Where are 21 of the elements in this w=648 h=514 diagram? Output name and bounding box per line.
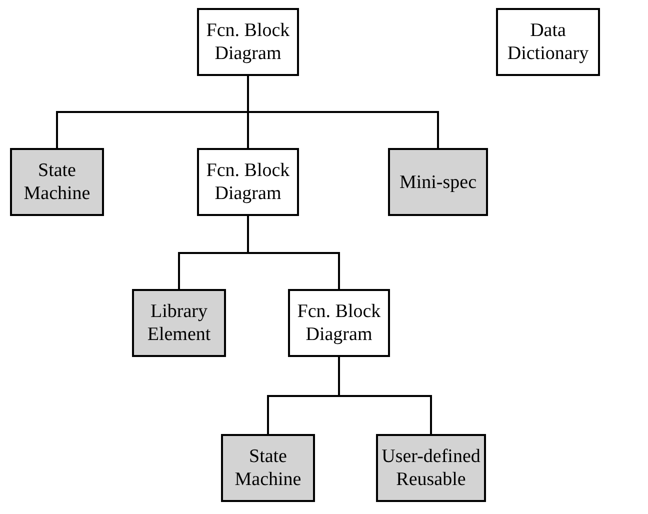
process-box xyxy=(197,8,299,76)
node-label: Mini-spec xyxy=(399,170,477,194)
node-label: State Machine xyxy=(234,445,302,491)
process-box xyxy=(496,8,600,76)
shaded-box xyxy=(376,434,486,502)
process-box xyxy=(197,148,299,216)
shaded-box xyxy=(221,434,315,502)
connector-line xyxy=(247,76,439,148)
connector-line xyxy=(247,216,340,289)
shaded-box xyxy=(388,148,488,216)
connector-line xyxy=(338,357,432,434)
node-label: Fcn. Block Diagram xyxy=(205,159,291,205)
process-box xyxy=(288,289,390,357)
node-label: Data Dictionary xyxy=(506,19,590,65)
node-label: User-defined Reusable xyxy=(380,445,482,491)
node-label: Library Element xyxy=(146,300,212,346)
node-label: Fcn. Block Diagram xyxy=(296,300,382,346)
node-label: State Machine xyxy=(22,159,92,205)
shaded-box xyxy=(10,148,104,216)
node-label: Fcn. Block Diagram xyxy=(205,19,291,65)
shaded-box xyxy=(132,289,226,357)
